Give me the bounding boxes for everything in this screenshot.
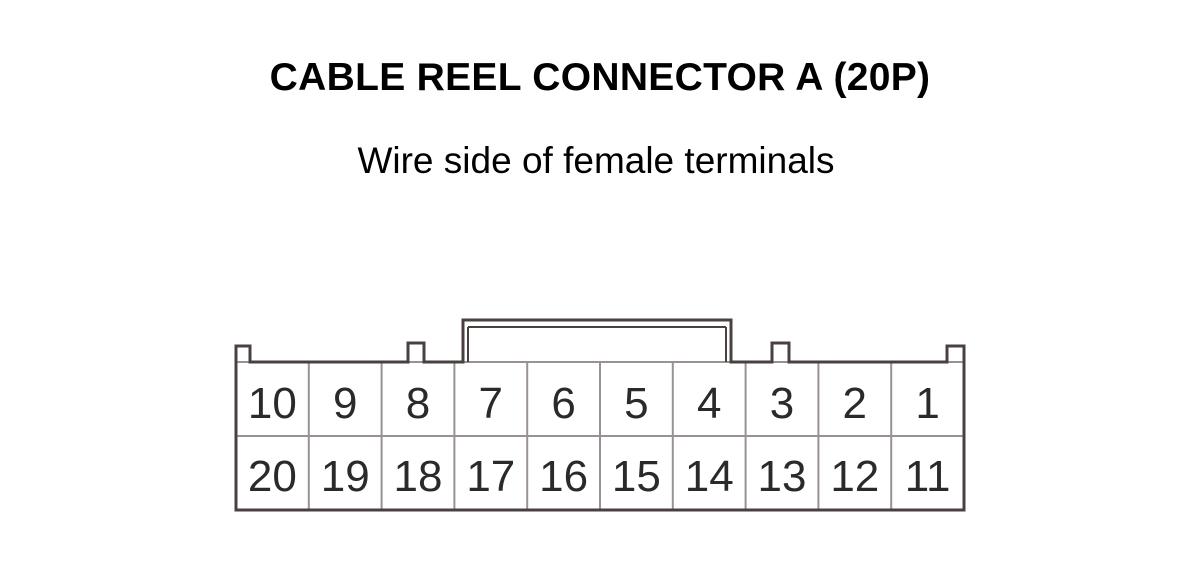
diagram-title: CABLE REEL CONNECTOR A (20P) — [269, 56, 931, 99]
terminal-8-label: 8 — [406, 379, 430, 428]
terminal-19-label: 19 — [321, 452, 370, 501]
housing-outline — [234, 318, 966, 512]
terminal-9-label: 9 — [333, 379, 357, 428]
terminal-15-label: 15 — [612, 452, 661, 501]
terminal-20-label: 20 — [248, 452, 297, 501]
terminal-6-label: 6 — [551, 379, 575, 428]
terminal-13-label: 13 — [758, 452, 807, 501]
terminal-16-label: 16 — [539, 452, 588, 501]
terminal-2-label: 2 — [843, 379, 867, 428]
terminal-14-label: 14 — [685, 452, 734, 501]
bottom-row-terminals: 20 19 18 17 16 15 14 13 12 11 — [248, 452, 951, 501]
connector-housing-outline — [234, 318, 966, 512]
terminal-18-label: 18 — [394, 452, 443, 501]
diagram-subtitle: Wire side of female terminals — [357, 140, 835, 181]
terminal-10-label: 10 — [248, 379, 297, 428]
terminal-4-label: 4 — [697, 379, 721, 428]
terminal-1-label: 1 — [915, 379, 939, 428]
terminal-12-label: 12 — [830, 452, 879, 501]
terminal-3-label: 3 — [770, 379, 794, 428]
terminal-17-label: 17 — [466, 452, 515, 501]
terminal-11-label: 11 — [905, 452, 951, 501]
terminal-7-label: 7 — [479, 379, 503, 428]
terminal-5-label: 5 — [624, 379, 648, 428]
